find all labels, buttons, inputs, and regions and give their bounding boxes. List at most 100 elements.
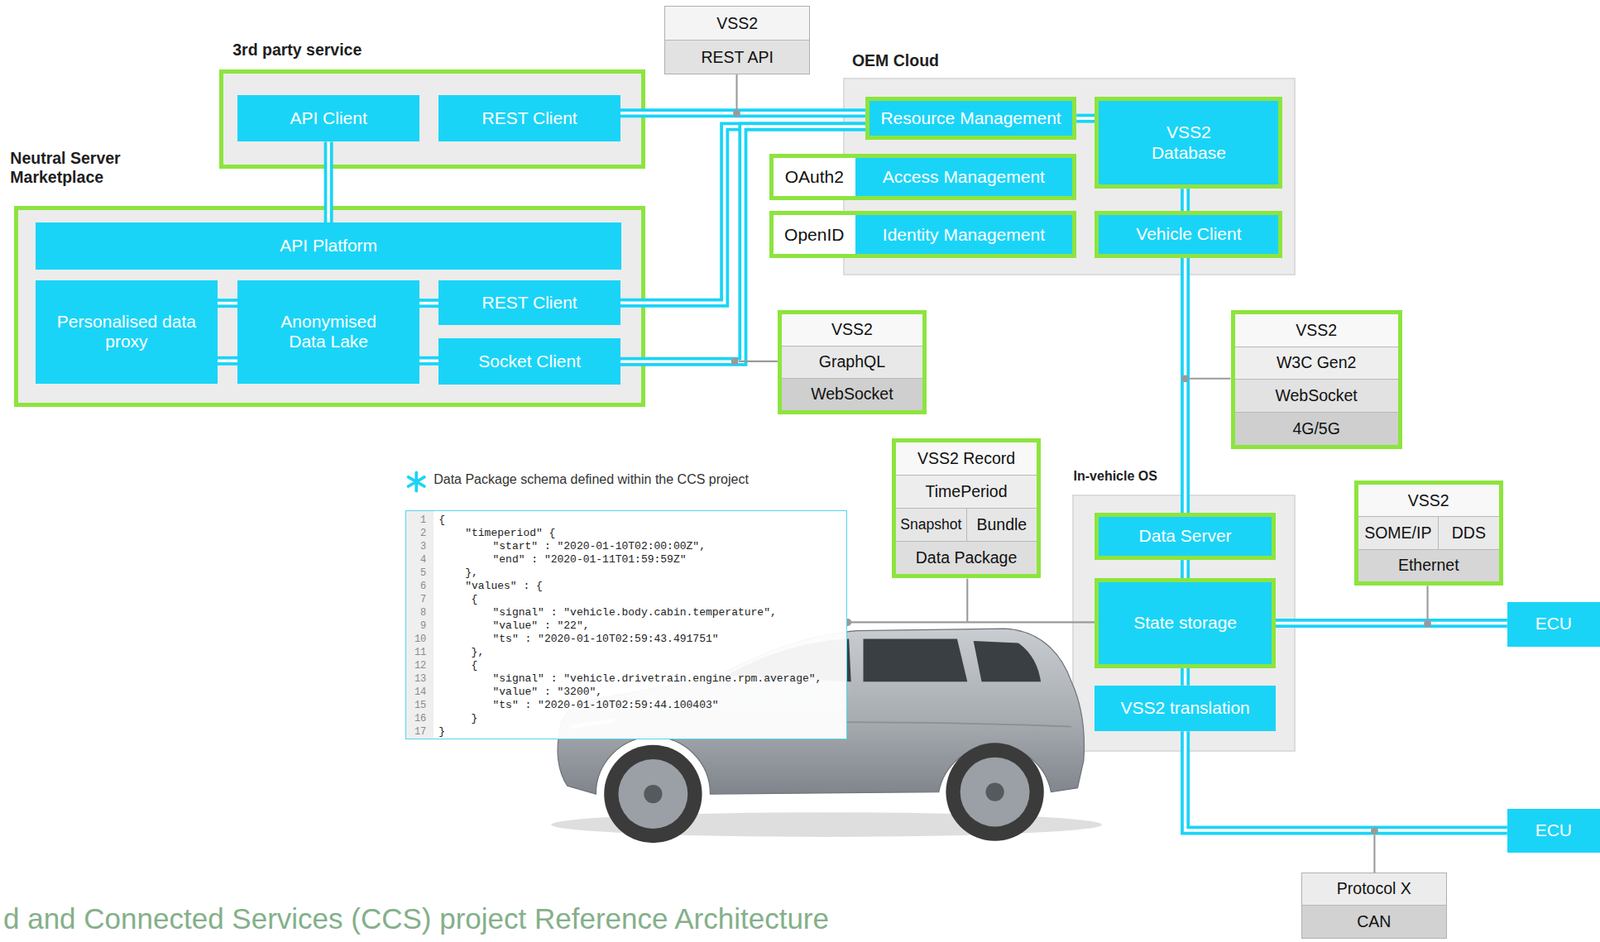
leader-line	[1189, 378, 1231, 380]
connector-core	[217, 301, 239, 306]
box-label: Anonymised Data Lake	[266, 311, 391, 354]
car-rim	[617, 759, 688, 829]
connector-line	[847, 621, 1096, 623]
protocol-label: OpenID	[784, 225, 844, 245]
stack-cell: 4G/5G	[1235, 412, 1399, 446]
stack-row: REST API	[665, 39, 810, 74]
protocol-stack: Protocol X CAN	[1301, 872, 1447, 939]
note-label: Data Package schema defined within the C…	[433, 472, 749, 488]
stack-cell: WebSocket	[1235, 379, 1399, 412]
connector-core	[326, 141, 331, 223]
process-box: OAuth2Access Management	[769, 153, 1077, 201]
connector-line	[1180, 188, 1190, 211]
box-label: API Platform	[279, 235, 378, 257]
line-number: 9	[406, 619, 427, 633]
box-label: API Client	[289, 108, 367, 130]
stack-row: VSS2	[781, 314, 923, 346]
line-number: 16	[406, 712, 427, 726]
box-label: ECU	[1535, 820, 1572, 842]
process-box: ECU	[1507, 602, 1600, 647]
data-link	[1275, 622, 1508, 624]
protocol-label: CAN	[1356, 912, 1391, 932]
protocol-label: Snapshot	[900, 516, 962, 534]
line-number: 2	[406, 526, 427, 541]
line-number: 4	[406, 553, 427, 567]
data-link	[328, 141, 330, 223]
group-region: OEM CloudResource ManagementVSS2 Databas…	[843, 77, 1297, 276]
connector-line	[1180, 258, 1190, 513]
data-link	[419, 302, 440, 304]
box-label: REST Client	[482, 108, 578, 130]
box-label: Personalised data proxy	[43, 311, 210, 354]
connector-core	[1183, 188, 1188, 211]
stack-cell: Data Package	[895, 541, 1037, 575]
stack-row: VSS2	[1358, 484, 1500, 517]
stack-row: GraphQL	[781, 345, 923, 379]
code-line: }	[471, 712, 479, 726]
protocol-label: Ethernet	[1398, 555, 1460, 575]
connector-line	[1180, 668, 1190, 686]
car-wheel	[603, 745, 702, 844]
data-link	[1076, 118, 1095, 120]
process-box: Personalised data proxy	[35, 280, 218, 384]
stack-row: Protocol X	[1302, 873, 1447, 906]
protocol-stack: VSS2REST API	[664, 5, 810, 75]
stack-cell: W3C Gen2	[1235, 347, 1399, 380]
data-link	[620, 112, 866, 114]
code-line: "start" : "2020-01-10T02:00:00Z",	[492, 540, 705, 554]
stack-cell: WebSocket	[781, 378, 923, 411]
stack-cell: Ethernet	[1358, 550, 1500, 582]
connector-core	[1076, 116, 1095, 120]
stack-row: CAN	[1302, 905, 1447, 939]
connector-core	[1185, 731, 1508, 831]
split-part: Access Management	[855, 158, 1074, 197]
stack-row: Ethernet	[1358, 549, 1500, 582]
stack-row: VSS2 Record	[895, 442, 1037, 475]
connector-core	[620, 111, 866, 115]
protocol-label: SOME/IP	[1364, 523, 1432, 543]
stack-cell: Bundle	[966, 508, 1038, 542]
leader-line	[966, 579, 968, 623]
leader-dot	[1181, 374, 1189, 383]
process-box: VSS2 translation	[1094, 685, 1275, 733]
stack-row: VSS2	[665, 6, 810, 40]
asterisk-symbol	[408, 472, 425, 491]
data-link	[217, 360, 239, 362]
leader-dot	[731, 357, 739, 365]
process-box: State storage	[1094, 578, 1275, 669]
stack-row: WebSocket	[781, 378, 923, 411]
connector-line	[1275, 618, 1508, 628]
protocol-label: REST API	[700, 47, 773, 68]
connector-core	[620, 126, 866, 362]
protocol-label: Data Package	[915, 548, 1018, 568]
protocol-label: DDS	[1451, 523, 1486, 543]
stack-row: 4G/5G	[1235, 411, 1399, 446]
box-label: Resource Management	[880, 108, 1061, 130]
stack-row: W3C Gen2	[1235, 346, 1399, 380]
connector-line	[1180, 560, 1190, 579]
stack-cell: VSS2	[781, 314, 923, 346]
line-number: 11	[406, 646, 427, 660]
line-number: 13	[406, 672, 427, 686]
process-box: API Platform	[35, 222, 622, 270]
split-part: OpenID	[773, 215, 856, 254]
connector-line	[620, 108, 866, 118]
protocol-label: TimePeriod	[925, 482, 1008, 502]
code-line: "value" : "22",	[492, 619, 590, 633]
code-line: "signal" : "vehicle.drivetrain.engine.rp…	[492, 672, 822, 686]
process-box: Resource Management	[865, 96, 1077, 140]
code-line: },	[471, 646, 485, 660]
connector-core	[419, 359, 440, 364]
connector-line	[324, 141, 334, 223]
box-label: ECU	[1535, 613, 1572, 635]
asterisk-stroke	[408, 477, 425, 487]
code-line: }	[438, 725, 446, 739]
line-number: 10	[406, 632, 427, 647]
data-link	[419, 360, 440, 362]
line-number: 5	[406, 566, 427, 580]
connector-core	[419, 301, 440, 306]
protocol-label: VSS2	[831, 320, 873, 340]
code-line: },	[464, 566, 479, 580]
stack-cell: VSS2	[1235, 314, 1399, 347]
